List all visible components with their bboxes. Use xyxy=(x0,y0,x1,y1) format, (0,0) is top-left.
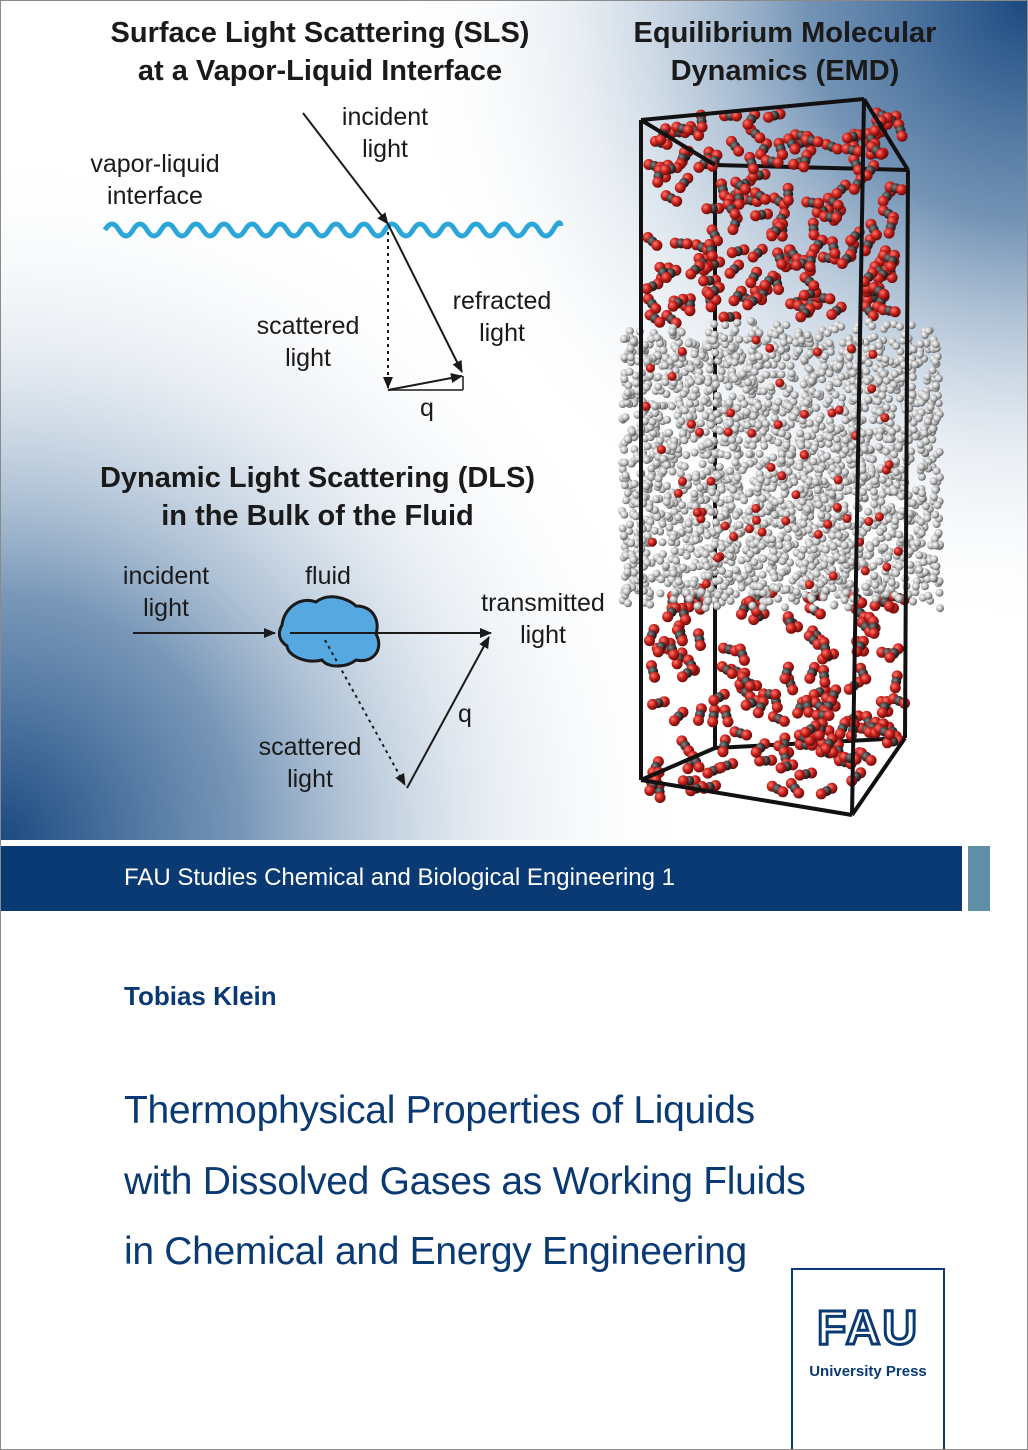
label-line: incident xyxy=(122,562,210,590)
dls-title-line1: Dynamic Light Scattering (DLS) xyxy=(99,462,536,494)
publisher-name: University Press xyxy=(809,1363,927,1380)
simulation-box-front-edges xyxy=(639,97,910,817)
book-title-line3: in Chemical and Energy Engineering xyxy=(124,1230,747,1273)
dls-title-line2: in the Bulk of the Fluid xyxy=(161,500,474,532)
sls-refracted-label: refracted light xyxy=(432,285,572,349)
label-line: light xyxy=(287,765,333,793)
sls-interface-label: vapor-liquid interface xyxy=(70,148,240,212)
sls-title: Surface Light Scattering (SLS) at a Vapo… xyxy=(60,14,580,90)
label-line: vapor-liquid xyxy=(90,150,220,178)
cover-illustration xyxy=(0,0,1028,840)
label-line: light xyxy=(285,344,331,372)
book-title-line2: with Dissolved Gases as Working Fluids xyxy=(124,1160,806,1203)
sls-title-line2: at a Vapor-Liquid Interface xyxy=(137,55,503,87)
emd-title-line2: Dynamics (EMD) xyxy=(670,55,900,87)
sls-refracted-ray xyxy=(387,223,463,373)
fluid-blob xyxy=(277,595,381,668)
dls-title: Dynamic Light Scattering (DLS) in the Bu… xyxy=(55,459,580,535)
label-line: scattered xyxy=(258,733,362,761)
sls-incident-label: incident light xyxy=(325,101,445,165)
dls-q-vector xyxy=(406,636,490,789)
series-title: FAU Studies Chemical and Biological Engi… xyxy=(124,864,675,891)
vapor-liquid-interface-wave xyxy=(102,220,564,239)
dls-scattered-label: scattered light xyxy=(240,731,380,795)
label-line: light xyxy=(143,594,189,622)
sls-q-label: q xyxy=(420,394,434,422)
book-title-line1: Thermophysical Properties of Liquids xyxy=(124,1089,755,1132)
sls-title-line1: Surface Light Scattering (SLS) xyxy=(110,17,530,49)
dls-transmitted-label: transmitted light xyxy=(468,587,618,651)
label-line: refracted xyxy=(452,287,552,315)
dls-diagram xyxy=(133,595,492,789)
author-name: Tobias Klein xyxy=(124,981,277,1011)
series-accent-bar xyxy=(968,846,990,911)
fau-logo: FAU xyxy=(816,1304,919,1350)
label-line: light xyxy=(520,621,566,649)
fau-logo-text: FAU xyxy=(817,1304,919,1350)
label-line: interface xyxy=(107,182,203,210)
sls-q-vector xyxy=(387,373,463,391)
label-line: transmitted xyxy=(481,589,605,617)
sls-diagram xyxy=(102,112,564,391)
publisher-box: FAU University Press xyxy=(791,1268,945,1450)
sls-incident-ray xyxy=(302,112,389,225)
sls-scattered-label: scattered light xyxy=(238,310,378,374)
label-line: light xyxy=(479,319,525,347)
label-line: scattered xyxy=(256,312,360,340)
emd-title: Equilibrium Molecular Dynamics (EMD) xyxy=(600,14,970,90)
dls-incident-label: incident light xyxy=(106,560,226,624)
label-line: light xyxy=(362,135,408,163)
dls-fluid-label: fluid xyxy=(305,562,351,590)
dls-q-label: q xyxy=(458,700,472,728)
label-line: incident xyxy=(341,103,429,131)
series-band xyxy=(0,846,962,911)
emd-simulation xyxy=(618,97,944,817)
emd-title-line1: Equilibrium Molecular xyxy=(633,17,937,49)
